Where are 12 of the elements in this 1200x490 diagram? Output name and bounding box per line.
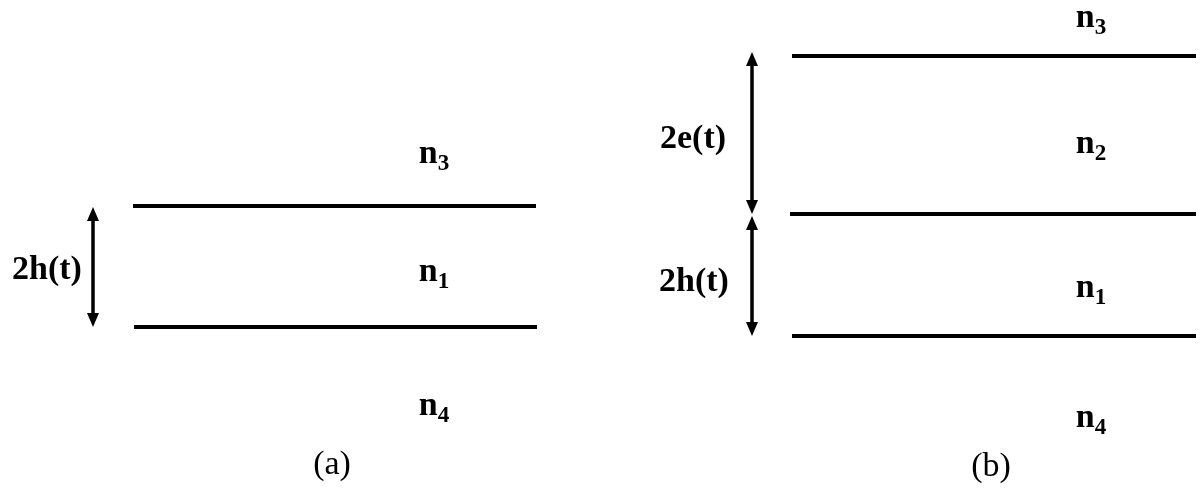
layer-index-label: n$_{4}$ <box>418 387 450 421</box>
dimension-label: 2e(t) <box>659 120 727 154</box>
dimension-label: 2h(t) <box>659 263 729 297</box>
layer-index-label: n$_{1}$ <box>1075 269 1107 303</box>
layer-index-label: n$_{2}$ <box>1075 125 1107 159</box>
panel-label: (a) <box>313 446 351 480</box>
layer-index-label: n$_{4}$ <box>1075 399 1107 433</box>
dimension-label: 2h(t) <box>12 251 82 285</box>
layer-index-label: n$_{3}$ <box>418 135 450 169</box>
layer-index-label: n$_{1}$ <box>418 253 450 287</box>
layer-index-label: n$_{3}$ <box>1075 0 1107 33</box>
panel-label: (b) <box>971 448 1011 482</box>
